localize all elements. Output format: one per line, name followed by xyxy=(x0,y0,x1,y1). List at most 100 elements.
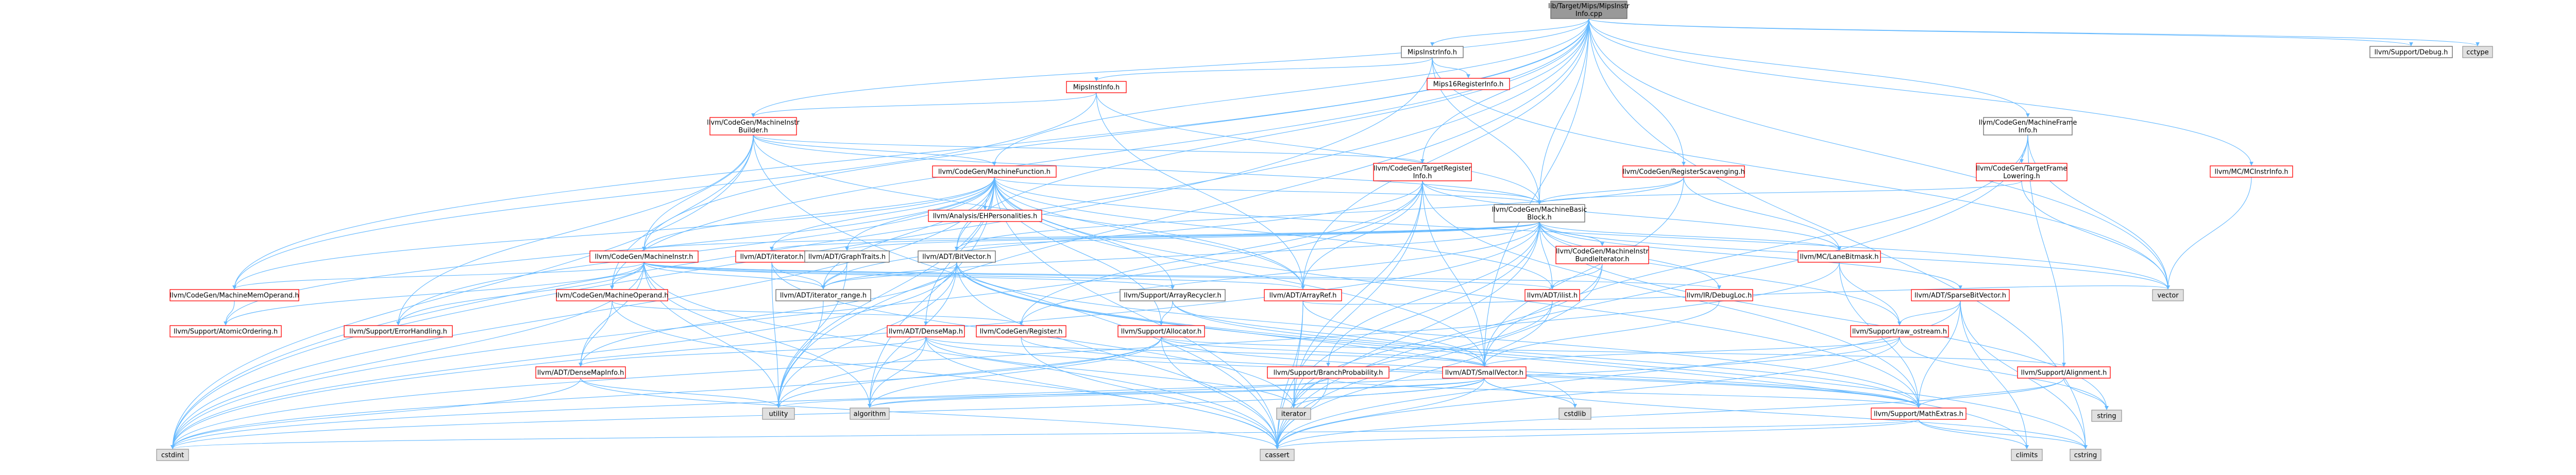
graph-node-mips16reg[interactable]: Mips16RegisterInfo.h xyxy=(1427,78,1510,90)
graph-node-rawostream[interactable]: llvm/Support/raw_ostream.h xyxy=(1850,325,1949,337)
edge-sparsebv-to-mathextras xyxy=(1917,300,1961,408)
node-box xyxy=(762,408,795,420)
graph-node-ilist_it[interactable]: llvm/ADT/iterator.h xyxy=(735,250,808,263)
graph-node-allocator[interactable]: llvm/Support/Allocator.h xyxy=(1117,325,1205,337)
edge-allocator-to-cstdint xyxy=(171,336,1162,449)
edge-arrayrecycler-to-mathextras xyxy=(1172,300,1921,408)
node-label: llvm/ADT/BitVector.h xyxy=(922,253,991,261)
node-box xyxy=(1976,163,2067,181)
graph-node-mf[interactable]: llvm/CodeGen/MachineFunction.h xyxy=(932,165,1057,178)
graph-node-vector[interactable]: vector xyxy=(2152,289,2184,301)
graph-node-cstdint[interactable]: cstdint xyxy=(156,449,189,461)
edge-tfl-to-vector xyxy=(2021,180,2170,290)
graph-node-densemap[interactable]: llvm/ADT/DenseMap.h xyxy=(887,325,965,337)
edge-branchprob-to-algorithm xyxy=(868,378,1329,408)
graph-node-errhandling[interactable]: llvm/Support/ErrorHandling.h xyxy=(344,325,453,337)
edge-densemapinfo-to-utility xyxy=(580,378,781,408)
graph-node-graphtraits[interactable]: llvm/ADT/GraphTraits.h xyxy=(804,250,890,263)
edge-sparsebv-to-rawostream xyxy=(1897,300,1961,326)
graph-node-climits[interactable]: climits xyxy=(2011,449,2043,461)
graph-node-cstring[interactable]: cstring xyxy=(2070,449,2102,461)
node-label: llvm/Support/Alignment.h xyxy=(2021,369,2107,377)
edge-arrayrecycler-to-allocator xyxy=(1159,300,1173,326)
graph-node-alignment[interactable]: llvm/Support/Alignment.h xyxy=(2017,366,2111,379)
graph-node-bitvector[interactable]: llvm/ADT/BitVector.h xyxy=(918,250,996,263)
graph-node-rs[interactable]: llvm/CodeGen/RegisterScavenging.h xyxy=(1622,165,1745,178)
edge-mf-to-graphtraits xyxy=(845,177,995,251)
edge-bitvector-to-utility xyxy=(776,262,957,408)
graph-node-ilist[interactable]: llvm/ADT/ilist.h xyxy=(1524,289,1580,301)
node-label: llvm/CodeGen/MachineMemOperand.h xyxy=(170,292,299,300)
node-label: llvm/ADT/GraphTraits.h xyxy=(808,253,886,261)
graph-node-smallvector[interactable]: llvm/ADT/SmallVector.h xyxy=(1442,366,1527,379)
node-box xyxy=(556,289,668,301)
edge-mbb-to-bitvector xyxy=(955,222,1540,251)
graph-node-string[interactable]: string xyxy=(2091,410,2122,422)
graph-node-mi[interactable]: llvm/CodeGen/MachineInstr.h xyxy=(589,250,699,263)
edges-layer xyxy=(171,18,2480,449)
graph-node-ehpers[interactable]: llvm/Analysis/EHPersonalities.h xyxy=(928,210,1042,222)
graph-node-iterator[interactable]: iterator xyxy=(1276,408,1311,420)
graph-node-mipsinstinfo[interactable]: MipsInstInfo.h xyxy=(1066,81,1127,93)
graph-node-mcinstrinfo[interactable]: llvm/MC/MCInstrInfo.h xyxy=(2210,165,2293,178)
edge-mipsinstrinfo_h-to-vector xyxy=(1432,57,2170,290)
edge-mi_builder-to-mbb xyxy=(753,134,1541,205)
graph-node-register[interactable]: llvm/CodeGen/Register.h xyxy=(976,325,1066,337)
edge-mbb-to-ilist_it xyxy=(770,222,1540,251)
node-box xyxy=(2369,46,2453,58)
node-box xyxy=(535,366,626,379)
graph-node-debug[interactable]: llvm/Support/Debug.h xyxy=(2369,46,2453,58)
graph-node-branchprob[interactable]: llvm/Support/BranchProbability.h xyxy=(1267,366,1389,379)
node-label: iterator xyxy=(1281,411,1307,418)
node-box xyxy=(2070,449,2102,461)
edge-iterrange-to-utility xyxy=(776,300,824,408)
edge-arrayref-to-smallvector xyxy=(1302,300,1486,367)
graph-node-mo[interactable]: llvm/CodeGen/MachineOperand.h xyxy=(555,289,669,301)
graph-node-arrayrecycler[interactable]: llvm/Support/ArrayRecycler.h xyxy=(1120,289,1226,301)
graph-node-densemapinfo[interactable]: llvm/ADT/DenseMapInfo.h xyxy=(535,366,626,379)
edge-mi-to-densemapinfo xyxy=(579,262,645,367)
graph-node-cctype[interactable]: cctype xyxy=(2462,46,2493,58)
graph-node-mathextras[interactable]: llvm/Support/MathExtras.h xyxy=(1871,408,1967,420)
graph-node-lanebitmask[interactable]: llvm/MC/LaneBitmask.h xyxy=(1798,250,1881,263)
graph-node-iterrange[interactable]: llvm/ADT/iterator_range.h xyxy=(775,289,871,301)
edge-smallvector-to-utility xyxy=(776,378,1485,408)
graph-node-cstdlib[interactable]: cstdlib xyxy=(1558,408,1591,420)
edge-bitvector-to-densemapinfo xyxy=(579,262,957,367)
graph-node-sparsebv[interactable]: llvm/ADT/SparseBitVector.h xyxy=(1911,289,2010,301)
node-label: cassert xyxy=(1265,452,1289,460)
node-box xyxy=(976,325,1066,337)
graph-node-debugloc[interactable]: llvm/IR/DebugLoc.h xyxy=(1685,289,1753,301)
graph-node-atomic[interactable]: llvm/Support/AtomicOrdering.h xyxy=(170,325,282,337)
edge-mo-to-densemapinfo xyxy=(579,300,613,367)
graph-node-algorithm[interactable]: algorithm xyxy=(850,408,890,420)
graph-node-utility[interactable]: utility xyxy=(762,408,795,420)
edge-tri-to-register xyxy=(1019,180,1423,326)
edge-bitvector-to-cstdlib xyxy=(956,262,1577,408)
edge-arrayrecycler-to-smallvector xyxy=(1172,300,1486,367)
node-label: llvm/CodeGen/MachineFunction.h xyxy=(938,168,1050,176)
edge-ilist_it-to-iterrange xyxy=(771,262,825,290)
node-label: llvm/Support/Debug.h xyxy=(2375,49,2448,57)
node-box xyxy=(918,250,996,263)
edge-mipsinstrinfo_h-to-mips16reg xyxy=(1432,57,1470,78)
node-box xyxy=(850,408,890,420)
graph-node-mipsinstrinfo_h[interactable]: MipsInstrInfo.h xyxy=(1401,46,1464,58)
node-box xyxy=(1373,163,1472,181)
node-box xyxy=(1120,289,1226,301)
edge-mf-to-cassert xyxy=(994,177,1279,449)
node-box xyxy=(1871,408,1967,420)
edge-mff-to-tfl xyxy=(2020,134,2028,163)
node-label: llvm/CodeGen/MachineInstr.h xyxy=(595,253,693,261)
graph-node-cassert[interactable]: cassert xyxy=(1260,449,1295,461)
graph-node-mmo[interactable]: llvm/CodeGen/MachineMemOperand.h xyxy=(170,289,299,301)
graph-node-arrayref[interactable]: llvm/ADT/ArrayRef.h xyxy=(1264,289,1342,301)
